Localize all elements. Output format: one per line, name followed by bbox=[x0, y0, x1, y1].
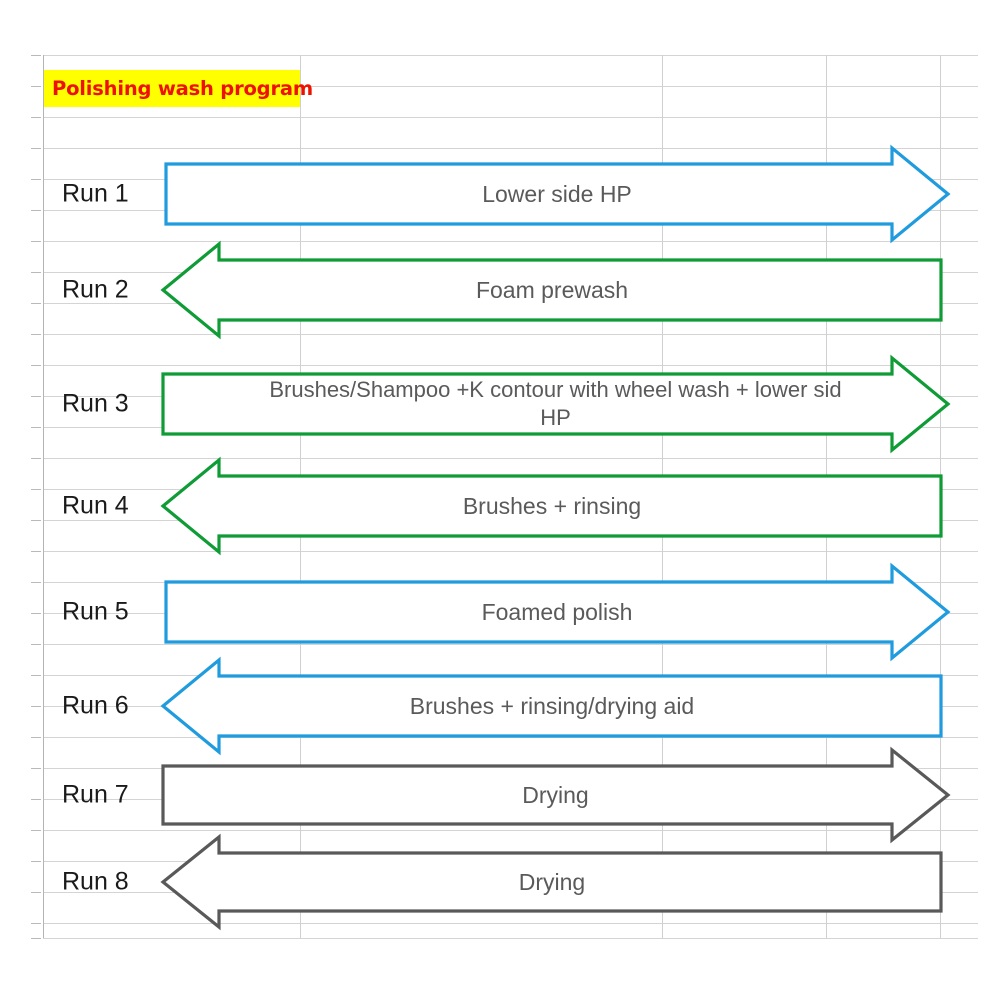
run-label-5: Run 5 bbox=[62, 597, 129, 626]
grid-tick bbox=[31, 644, 41, 645]
run-label-4: Run 4 bbox=[62, 491, 129, 520]
grid-tick bbox=[31, 613, 41, 614]
grid-hline bbox=[43, 117, 978, 118]
run-label-7: Run 7 bbox=[62, 780, 129, 809]
grid-tick bbox=[31, 179, 41, 180]
grid-tick bbox=[31, 272, 41, 273]
grid-tick bbox=[31, 458, 41, 459]
grid-tick bbox=[31, 582, 41, 583]
grid-vline bbox=[43, 55, 44, 938]
arrow-glyph-right bbox=[161, 354, 951, 454]
grid-tick bbox=[31, 768, 41, 769]
grid-tick bbox=[31, 675, 41, 676]
grid-tick bbox=[31, 148, 41, 149]
grid-hline bbox=[43, 458, 978, 459]
grid-tick bbox=[31, 799, 41, 800]
run-arrow-6[interactable]: Brushes + rinsing/drying aid bbox=[160, 656, 943, 756]
run-label-1: Run 1 bbox=[62, 179, 129, 208]
grid-tick bbox=[31, 737, 41, 738]
arrow-glyph-left bbox=[160, 833, 943, 931]
arrow-outline bbox=[160, 833, 943, 931]
page-title: Polishing wash program bbox=[52, 77, 313, 100]
grid-tick bbox=[31, 706, 41, 707]
grid-tick bbox=[31, 334, 41, 335]
grid-tick bbox=[31, 923, 41, 924]
grid-hline bbox=[43, 55, 978, 56]
grid-tick bbox=[31, 55, 41, 56]
run-arrow-8[interactable]: Drying bbox=[160, 833, 943, 931]
grid-tick bbox=[31, 303, 41, 304]
arrow-outline bbox=[164, 562, 951, 662]
grid-tick bbox=[31, 427, 41, 428]
run-arrow-4[interactable]: Brushes + rinsing bbox=[160, 456, 943, 556]
grid-tick bbox=[31, 86, 41, 87]
run-label-3: Run 3 bbox=[62, 389, 129, 418]
run-label-8: Run 8 bbox=[62, 867, 129, 896]
grid-hline bbox=[43, 938, 978, 939]
grid-tick bbox=[31, 830, 41, 831]
run-arrow-1[interactable]: Lower side HP bbox=[164, 144, 951, 244]
run-label-6: Run 6 bbox=[62, 691, 129, 720]
grid-tick bbox=[31, 938, 41, 939]
grid-tick bbox=[31, 861, 41, 862]
run-arrow-2[interactable]: Foam prewash bbox=[160, 240, 943, 340]
arrow-outline bbox=[160, 656, 943, 756]
grid-tick bbox=[31, 551, 41, 552]
arrow-glyph-right bbox=[164, 562, 951, 662]
grid-tick bbox=[31, 489, 41, 490]
grid-tick bbox=[31, 241, 41, 242]
arrow-outline bbox=[160, 456, 943, 556]
grid-hline bbox=[43, 241, 978, 242]
arrow-outline bbox=[161, 746, 951, 844]
grid-tick bbox=[31, 396, 41, 397]
run-arrow-7[interactable]: Drying bbox=[161, 746, 951, 844]
run-arrow-5[interactable]: Foamed polish bbox=[164, 562, 951, 662]
arrow-glyph-left bbox=[160, 240, 943, 340]
grid-tick bbox=[31, 892, 41, 893]
arrow-glyph-right bbox=[164, 144, 951, 244]
arrow-outline bbox=[164, 144, 951, 244]
arrow-outline bbox=[160, 240, 943, 340]
grid-tick bbox=[31, 365, 41, 366]
title-cell: Polishing wash program bbox=[44, 70, 313, 107]
arrow-outline bbox=[161, 354, 951, 454]
arrow-glyph-left bbox=[160, 456, 943, 556]
run-arrow-3[interactable]: Brushes/Shampoo +K contour with wheel wa… bbox=[161, 354, 951, 454]
arrow-glyph-left bbox=[160, 656, 943, 756]
arrow-glyph-right bbox=[161, 746, 951, 844]
run-label-2: Run 2 bbox=[62, 275, 129, 304]
grid-tick bbox=[31, 117, 41, 118]
grid-tick bbox=[31, 210, 41, 211]
grid-tick bbox=[31, 520, 41, 521]
